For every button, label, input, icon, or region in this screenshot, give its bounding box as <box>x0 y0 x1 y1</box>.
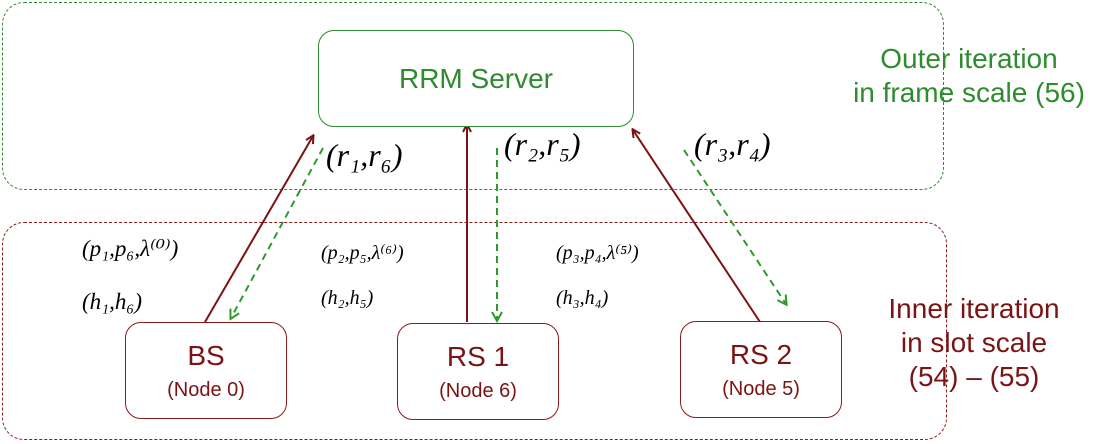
uplink-arrow-rs2 <box>633 130 761 323</box>
outer-label-line1: Outer iteration <box>880 43 1058 74</box>
rate-pair-rs1: (r₂,r₅) <box>504 126 581 162</box>
node-box-bs: BS (Node 0) <box>125 322 287 419</box>
channel-pair-rs2: (h₃,h₄) <box>556 287 609 309</box>
node-subtitle-rs2: (Node 5) <box>722 378 800 400</box>
node-title-bs: BS <box>187 340 225 371</box>
rrm-server-box: RRM Server <box>318 30 634 127</box>
rrm-server-title: RRM Server <box>398 62 553 94</box>
node-box-rs1: RS 1 (Node 6) <box>397 323 559 420</box>
uplink-arrow-bs <box>204 136 313 323</box>
downlink-arrow-rs2 <box>683 149 786 304</box>
inner-label-line2: in slot scale <box>900 327 1048 358</box>
inner-label-line1: Inner iteration <box>888 293 1060 324</box>
inner-iteration-label: Inner iteration in slot scale (54) – (55… <box>852 292 1096 394</box>
node-subtitle-rs1: (Node 6) <box>439 380 517 402</box>
inner-label-line3: (54) – (55) <box>908 361 1040 392</box>
power-tuple-rs1: (p₂,p₅,λ⁽⁶⁾) <box>321 242 404 264</box>
rate-pair-rs2: (r₃,r₄) <box>694 126 771 162</box>
rate-pair-bs: (r₁,r₆) <box>326 137 403 173</box>
power-tuple-bs: (p₁,p₆,λ⁽⁰⁾) <box>82 236 179 261</box>
outer-label-line2: in frame scale (56) <box>853 77 1085 108</box>
node-title-rs1: RS 1 <box>446 341 510 372</box>
node-title-rs2: RS 2 <box>729 339 793 370</box>
channel-pair-rs1: (h₂,h₅) <box>321 287 374 309</box>
power-tuple-rs2: (p₃,p₄,λ⁽⁵⁾) <box>556 242 639 264</box>
node-box-rs2: RS 2 (Node 5) <box>680 321 842 418</box>
downlink-arrow-bs <box>231 147 324 318</box>
outer-iteration-region <box>2 2 944 190</box>
inner-iteration-region <box>2 222 947 440</box>
node-subtitle-bs: (Node 0) <box>167 379 245 401</box>
channel-pair-bs: (h₁,h₆) <box>82 289 143 314</box>
outer-iteration-label: Outer iteration in frame scale (56) <box>840 42 1098 110</box>
